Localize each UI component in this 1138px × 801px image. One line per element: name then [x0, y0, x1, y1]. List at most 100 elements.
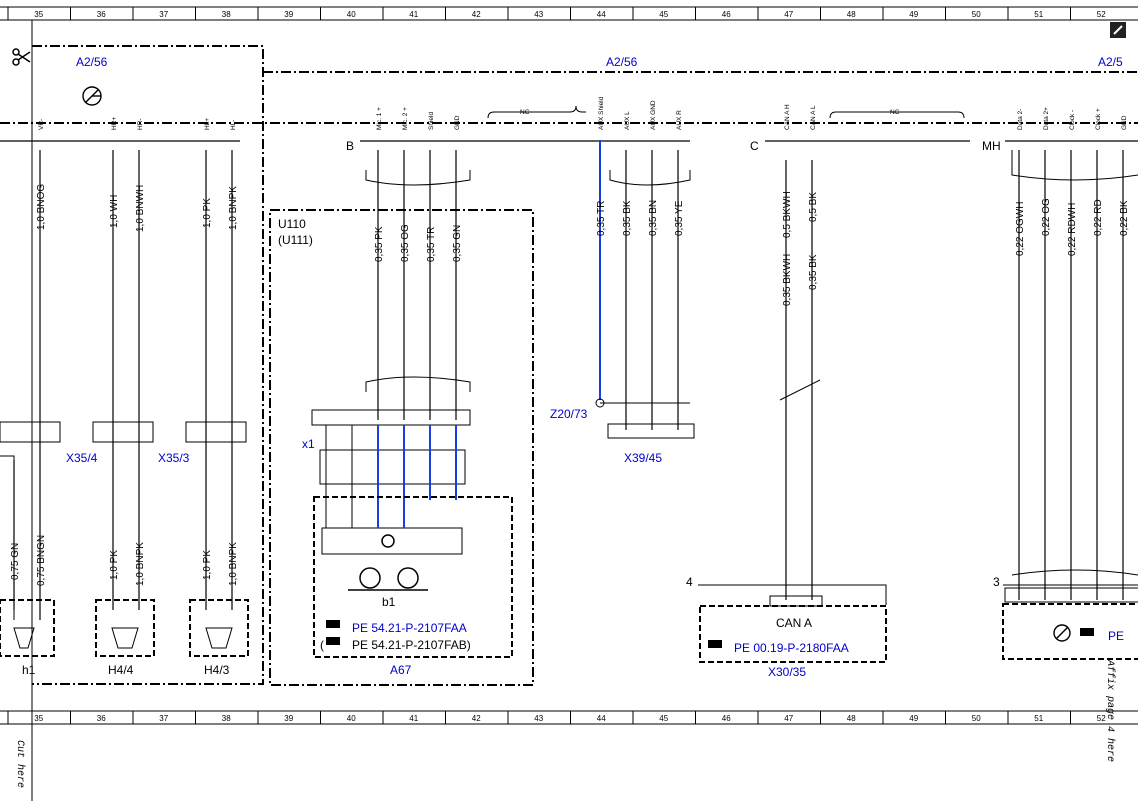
ruler-column-label: 50 [972, 714, 981, 723]
ruler-column-label: 50 [972, 10, 981, 19]
page-corner-icon [1110, 22, 1126, 38]
ruler-column-label: 35 [34, 10, 43, 19]
ruler-column-label: 40 [347, 10, 356, 19]
affix-note: Affix page 4 here [1104, 659, 1116, 762]
pin-name-label: VR- [38, 119, 45, 130]
ruler-column-label: 48 [847, 10, 856, 19]
ruler-column-label: 47 [784, 714, 793, 723]
wire-label: 1,0 PK [202, 198, 213, 228]
ruler-column-label: 51 [1034, 714, 1043, 723]
wire-label: 0,35 OG [400, 224, 411, 262]
ruler-column-label: 44 [597, 714, 606, 723]
pin-name-label: AUX L [624, 111, 631, 130]
pin-name-label: AUX R [676, 110, 683, 130]
wire-label: 0,35 TR [596, 201, 607, 236]
wire-label: 0,22 OGWH [1015, 202, 1026, 256]
wire-label: 1,0 BNPK [228, 542, 239, 586]
label-can-a: CAN A [776, 616, 812, 630]
ref-pe-1[interactable]: PE 54.21-P-2107FAA [352, 621, 467, 635]
pin-name-label: GND [454, 115, 461, 130]
ruler-column-label: 41 [409, 714, 418, 723]
wire-label: 0,35 BK [808, 254, 819, 290]
wire-label: 0,5 BK [808, 192, 819, 222]
connector-number-3: 3 [993, 575, 1000, 589]
pin-name-label: Shield [428, 112, 435, 130]
label-a2-56-left: A2/56 [76, 55, 108, 69]
wire-label: 0,22 RD [1093, 199, 1104, 236]
wire-label: 0,35 BK [622, 200, 633, 236]
cd-player-icon [82, 86, 102, 106]
connector-number-4: 4 [686, 575, 693, 589]
ruler-column-label: 47 [784, 10, 793, 19]
ruler-column-label: 37 [159, 714, 168, 723]
motor-icon [348, 534, 428, 591]
ruler-column-label: 44 [597, 10, 606, 19]
wire-label: 0,35 BKWH [782, 254, 793, 306]
pin-name-label: HL- [230, 120, 237, 130]
ruler-column-label: 52 [1097, 714, 1106, 723]
pin-name-label: HR- [137, 118, 144, 130]
pin-name-label: Mic. 2 + [402, 107, 409, 130]
ruler-column-label: 39 [284, 714, 293, 723]
pin-name-label: Mic. 1 + [376, 107, 383, 130]
ruler-column-label: 42 [472, 10, 481, 19]
wire-label: 0,22 BK [1119, 200, 1130, 236]
label-z20-73: Z20/73 [550, 407, 588, 421]
ruler-column-label: 45 [659, 714, 668, 723]
pin-name-label: AUX Shield [598, 96, 605, 130]
ruler-column-label: 49 [909, 10, 918, 19]
pin-name-label: Clock + [1095, 108, 1102, 130]
ruler-column-label: 41 [409, 10, 418, 19]
scissors-icon [12, 48, 31, 66]
pin-name-label: CAN A H [784, 104, 791, 130]
ruler-column-label: 52 [1097, 10, 1106, 19]
wire-label: 0,5 BKWH [782, 191, 793, 238]
ruler-column-label: 36 [97, 714, 106, 723]
label-u110: U110 [278, 217, 306, 231]
wire-label: 1,0 WH [109, 195, 120, 228]
ruler-column-label: 35 [34, 714, 43, 723]
wire-label: 0,22 OG [1041, 198, 1052, 236]
reference-icon [326, 620, 1094, 648]
label-x39-45: X39/45 [624, 451, 662, 465]
wire-label: 0,35 PK [374, 226, 385, 262]
wire-label: 1,0 BNOG [36, 184, 47, 230]
nc-label-2: NC [890, 109, 900, 116]
label-a2-56-right: A2/5 [1098, 55, 1123, 69]
pin-name-label: Data 2+ [1043, 107, 1050, 130]
ruler-column-label: 48 [847, 714, 856, 723]
label-x1: x1 [302, 437, 315, 451]
pin-name-label: HL+ [204, 118, 211, 130]
ruler-column-label: 46 [722, 714, 731, 723]
ruler-column-label: 46 [722, 10, 731, 19]
ref-pe-4[interactable]: PE [1108, 629, 1124, 643]
ruler-column-label: 38 [222, 714, 231, 723]
top-ruler [0, 6, 1138, 21]
ref-pe-2-open: ( [320, 638, 324, 652]
cut-here-note: Cut here [14, 740, 26, 788]
ref-pe-2[interactable]: PE 54.21-P-2107FAB) [352, 638, 471, 652]
ruler-column-label: 45 [659, 10, 668, 19]
wire-label: 1,0 BNWH [135, 185, 146, 232]
wire-label: 0,35 TR [426, 227, 437, 262]
label-x30-35: X30/35 [768, 665, 806, 679]
label-b1: b1 [382, 595, 396, 609]
ruler-column-label: 36 [97, 10, 106, 19]
pin-name-label: GND [1121, 115, 1128, 130]
ruler-column-label: 37 [159, 10, 168, 19]
label-u111: (U111) [278, 233, 313, 247]
wire-label: 1,0 BNPK [135, 542, 146, 586]
ruler-column-label: 43 [534, 714, 543, 723]
ruler-column-label: 39 [284, 10, 293, 19]
ruler-column-label: 42 [472, 714, 481, 723]
wire-label: 1,0 PK [202, 550, 213, 580]
ruler-column-label: 40 [347, 714, 356, 723]
ref-pe-3[interactable]: PE 00.19-P-2180FAA [734, 641, 849, 655]
pin-name-label: Data 2- [1017, 109, 1024, 130]
pin-name-label: CAN A L [810, 105, 817, 130]
label-h4-3: H4/3 [204, 663, 230, 677]
ruler-column-label: 51 [1034, 10, 1043, 19]
label-x35-3: X35/3 [158, 451, 190, 465]
connector-b: B [346, 139, 354, 153]
